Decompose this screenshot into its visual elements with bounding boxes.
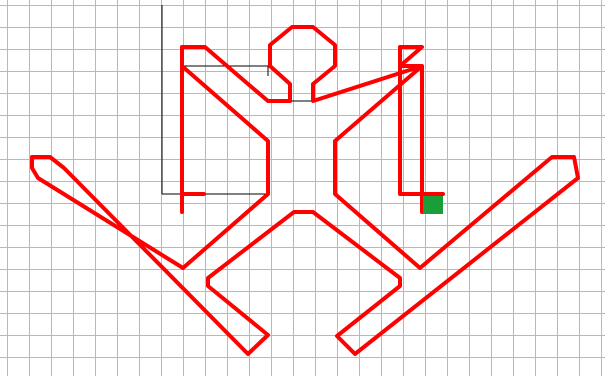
green-square-marker[interactable]	[423, 196, 443, 214]
